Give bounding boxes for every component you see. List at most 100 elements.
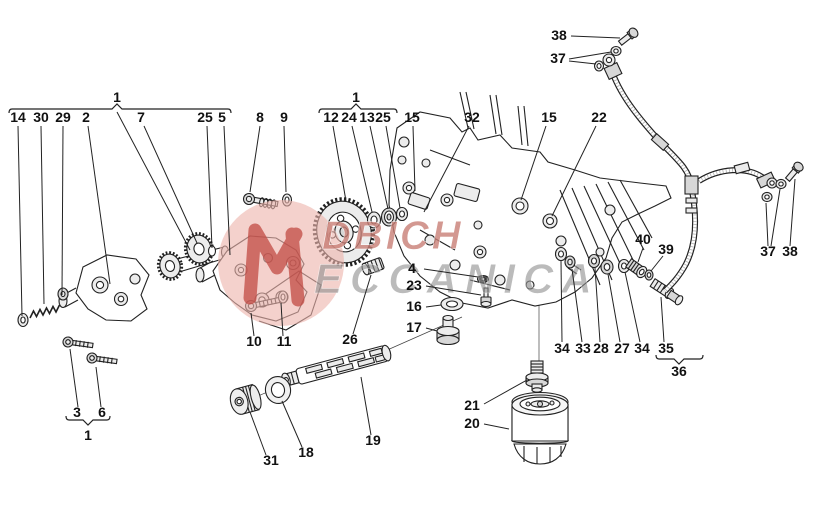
group-bracket	[65, 415, 111, 426]
leader-line	[352, 274, 372, 335]
callout-34: 34	[634, 340, 650, 356]
leader-line	[61, 125, 64, 296]
group-label-1: 1	[352, 89, 360, 105]
leader-line	[69, 348, 79, 408]
callout-38: 38	[551, 27, 567, 43]
leader-line	[281, 400, 303, 448]
leader-line	[560, 260, 563, 343]
plug-31	[229, 383, 262, 415]
screw-23	[480, 287, 492, 308]
callout-27: 27	[614, 340, 630, 356]
callout-22: 22	[591, 109, 607, 125]
leader-line	[206, 125, 213, 249]
leader-line	[607, 273, 621, 343]
leader-line	[570, 35, 621, 39]
callout-10: 10	[246, 333, 262, 349]
leader-line	[249, 411, 267, 456]
leader-line	[425, 285, 482, 296]
leader-line	[571, 268, 583, 343]
callout-29: 29	[55, 109, 71, 125]
union-nipple-21	[525, 360, 549, 393]
leader-line	[143, 125, 198, 244]
callout-26: 26	[342, 331, 358, 347]
callout-9: 9	[280, 109, 288, 125]
callout-6: 6	[98, 404, 106, 420]
sealing-washers-37-right	[761, 178, 787, 203]
callout-3: 3	[73, 404, 81, 420]
leader-line	[280, 302, 284, 337]
group-bracket	[8, 103, 232, 114]
watermark-text-bottom: ECCANICA	[314, 255, 600, 302]
leader-line	[770, 188, 781, 247]
callout-34: 34	[554, 340, 570, 356]
watermark-text-top: DBICH	[322, 214, 464, 258]
leader-line	[765, 202, 769, 247]
watermark: DBICH ECCANICA	[218, 200, 600, 326]
group-bracket	[318, 103, 398, 114]
leader-line	[789, 178, 796, 247]
callout-11: 11	[277, 333, 292, 349]
screw-3	[62, 336, 94, 349]
screw-6	[86, 352, 118, 365]
callout-25: 25	[375, 109, 391, 125]
leader-line	[87, 125, 111, 285]
callout-7: 7	[137, 109, 145, 125]
callout-38: 38	[782, 243, 798, 259]
group-bracket	[655, 354, 704, 365]
callout-13: 13	[359, 109, 375, 125]
callout-21: 21	[464, 397, 480, 413]
callout-39: 39	[658, 241, 674, 257]
callout-14: 14	[10, 109, 26, 125]
callout-8: 8	[256, 109, 264, 125]
callout-15: 15	[404, 109, 420, 125]
callout-15: 15	[541, 109, 557, 125]
callout-23: 23	[406, 277, 422, 293]
watermark-logo	[243, 223, 305, 307]
leader-line	[95, 366, 102, 408]
callout-40: 40	[635, 231, 651, 247]
valve-plug-17	[436, 314, 460, 346]
callout-37: 37	[760, 243, 776, 259]
washer-4	[476, 274, 490, 284]
banjo-bolt-38-right	[784, 161, 804, 183]
leader-line	[249, 125, 261, 193]
callout-32: 32	[464, 109, 480, 125]
leader-line	[520, 125, 547, 201]
washer-16	[440, 296, 464, 312]
washer-28	[587, 253, 601, 269]
callout-19: 19	[365, 432, 381, 448]
group-label-36: 36	[671, 363, 687, 379]
washer-34-left	[554, 246, 568, 262]
nut-27	[600, 259, 614, 275]
leader-line	[223, 125, 231, 256]
leader-line	[425, 304, 442, 308]
washer-18	[264, 375, 292, 405]
leader-line	[351, 125, 373, 213]
leader-line	[425, 327, 438, 332]
leader-line	[637, 247, 644, 263]
leader-line	[40, 125, 45, 305]
banjo-bolt-38-top	[617, 27, 639, 46]
leader-line	[360, 376, 372, 436]
leader-line	[385, 125, 401, 209]
oil-filter-20	[510, 391, 570, 465]
callout-24: 24	[341, 109, 357, 125]
leader-line	[17, 125, 23, 317]
pump-gear-small	[156, 251, 184, 281]
leader-line	[332, 125, 347, 202]
gear-washer-stack	[366, 206, 409, 229]
leader-line	[423, 125, 470, 213]
tee-fitting	[684, 175, 699, 195]
callout-37: 37	[550, 50, 566, 66]
oil-hose-assembly	[602, 53, 778, 294]
leader-line	[483, 423, 510, 430]
leader-line	[568, 51, 612, 60]
leader-line	[250, 312, 255, 337]
callout-18: 18	[298, 444, 314, 460]
callout-31: 31	[263, 452, 279, 468]
oil-strainer-19	[281, 344, 392, 388]
callout-35: 35	[658, 340, 674, 356]
